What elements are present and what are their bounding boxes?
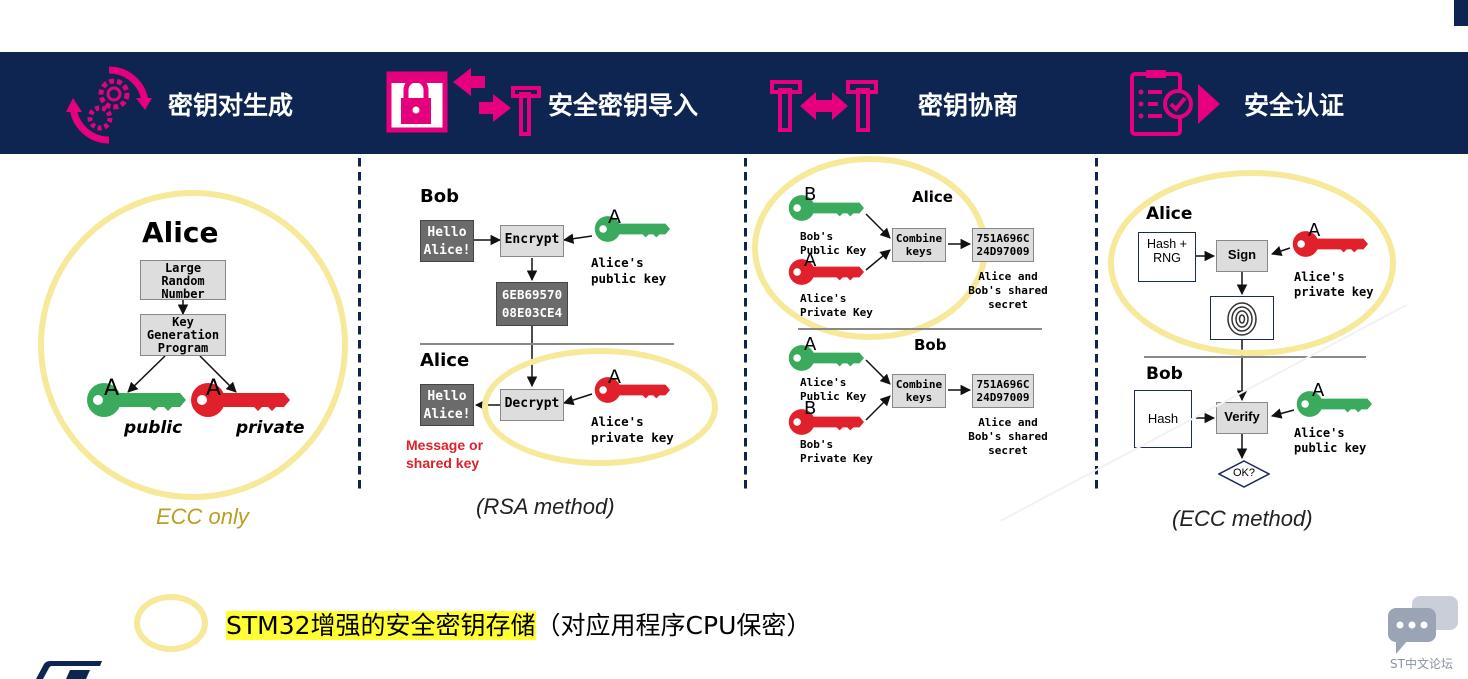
key-exchange-icon <box>770 80 878 132</box>
dh-letter-b-bottom: B <box>804 398 817 419</box>
alice-private-key-icon-dh <box>788 256 864 288</box>
ecdsa-bob-heading: Bob <box>1146 364 1183 384</box>
alice-private-key-icon-sign <box>1292 228 1368 260</box>
ecdsa-key-letter-bottom: A <box>1312 380 1325 401</box>
alice-private-key-label-sign: Alice's private key <box>1294 270 1374 299</box>
dh-bob-heading: Bob <box>914 336 947 354</box>
separator-3 <box>1095 158 1098 490</box>
legend-ring-swatch <box>134 594 208 652</box>
secure-storage-ring-2 <box>482 348 718 466</box>
alice-public-key-label-dh: Alice's Public Key <box>800 376 867 403</box>
private-label: private <box>236 418 305 438</box>
large-random-number-box: Large Random Number <box>140 260 226 301</box>
dh-divider <box>798 328 1042 330</box>
shared-secret-label-bottom: Alice and Bob's shared secret <box>968 416 1048 457</box>
secure-storage-ring-4 <box>1108 170 1396 356</box>
fingerprint-icon <box>1227 302 1257 336</box>
clipboard-check-icon <box>1130 70 1220 136</box>
alice-private-key-icon <box>594 374 670 406</box>
secure-storage-ring-1 <box>38 190 348 500</box>
decrypt-box: Decrypt <box>500 389 564 421</box>
separator-2 <box>744 158 747 490</box>
public-key-letter: A <box>104 376 120 401</box>
public-label: public <box>124 418 183 438</box>
private-key-letter: A <box>206 376 222 401</box>
title-banner <box>0 52 1468 154</box>
rsa-hello-top: Hello Alice! <box>420 220 474 262</box>
verify-box: Verify <box>1216 402 1268 434</box>
alice-public-key-icon-verify <box>1296 388 1372 420</box>
bob-public-key-label: Bob's Public Key <box>800 230 867 257</box>
ok-label: OK? <box>1232 467 1255 479</box>
gears-cycle-icon <box>66 66 152 144</box>
alice-private-key-label-dh: Alice's Private Key <box>800 292 873 319</box>
hash-rng-box: Hash + RNG <box>1138 232 1196 282</box>
bob-private-key-icon <box>788 406 864 438</box>
ok-decision-diamond <box>1218 460 1270 488</box>
panel1-caption: ECC only <box>156 504 249 529</box>
chat-bubbles-icon <box>1388 596 1458 654</box>
rsa-alice-heading: Alice <box>420 350 470 371</box>
banner-title-4: 安全认证 <box>1244 91 1345 120</box>
bob-private-key-label: Bob's Private Key <box>800 438 873 465</box>
fingerprint-signature-box <box>1210 296 1274 340</box>
legend-highlighted-text: STM32增强的安全密钥存储 <box>226 611 536 640</box>
ecdsa-alice-heading: Alice <box>1146 204 1193 224</box>
st-logo-fragment <box>36 661 102 679</box>
key-generation-box: Key Generation Program <box>140 314 226 356</box>
panel2-caption: (RSA method) <box>476 494 615 519</box>
sign-box: Sign <box>1216 240 1268 272</box>
ecdsa-key-letter-top: A <box>1308 220 1321 241</box>
private-key-icon <box>190 380 290 420</box>
combine-keys-bottom: Combine keys <box>892 374 946 408</box>
legend-text: STM32增强的安全密钥存储（对应用程序CPU保密） <box>226 606 811 642</box>
shared-secret-label-top: Alice and Bob's shared secret <box>968 270 1048 311</box>
legend-suffix: （对应用程序CPU保密） <box>535 611 812 640</box>
rsa-divider <box>420 343 674 345</box>
alice-public-key-label: Alice's public key <box>591 255 667 286</box>
public-key-icon <box>86 380 186 420</box>
dh-letter-a-top: A <box>804 250 817 271</box>
banner-title-1: 密钥对生成 <box>168 91 294 120</box>
encrypt-box: Encrypt <box>500 225 564 257</box>
alice-private-key-label: Alice's private key <box>591 414 674 445</box>
rsa-key-letter-top: A <box>608 206 621 228</box>
banner-title-2: 安全密钥导入 <box>548 91 699 120</box>
combine-keys-top: Combine keys <box>892 228 946 262</box>
separator-1 <box>358 158 361 490</box>
rsa-bob-heading: Bob <box>420 186 459 207</box>
ecdsa-divider <box>1144 356 1366 358</box>
message-label: Message or shared key <box>406 437 484 471</box>
forum-watermark-text: ST中文论坛 <box>1390 657 1453 671</box>
alice-public-key-icon-dh <box>788 342 864 374</box>
ciphertext-box: 6EB69570 08E03CE4 <box>496 282 568 326</box>
alice-public-key-icon <box>594 213 670 245</box>
rsa-key-letter-bottom: A <box>608 366 621 388</box>
top-strip <box>0 0 1468 52</box>
dh-alice-heading: Alice <box>912 188 953 206</box>
panel1-heading: Alice <box>142 216 219 249</box>
shared-secret-top: 751A696C 24D97009 <box>972 228 1034 262</box>
alice-public-key-label-verify: Alice's public key <box>1294 426 1367 455</box>
dh-letter-a-bottom: A <box>804 334 817 355</box>
shared-secret-bottom: 751A696C 24D97009 <box>972 374 1034 408</box>
panel4-caption: (ECC method) <box>1172 506 1313 531</box>
hash-box: Hash <box>1134 390 1192 448</box>
corner-mark <box>1454 0 1468 26</box>
lock-import-icon <box>386 68 541 136</box>
bob-public-key-icon <box>788 192 864 224</box>
banner-title-3: 密钥协商 <box>918 91 1019 120</box>
dh-letter-b-top: B <box>804 184 817 205</box>
rsa-hello-bottom: Hello Alice! <box>420 384 474 426</box>
